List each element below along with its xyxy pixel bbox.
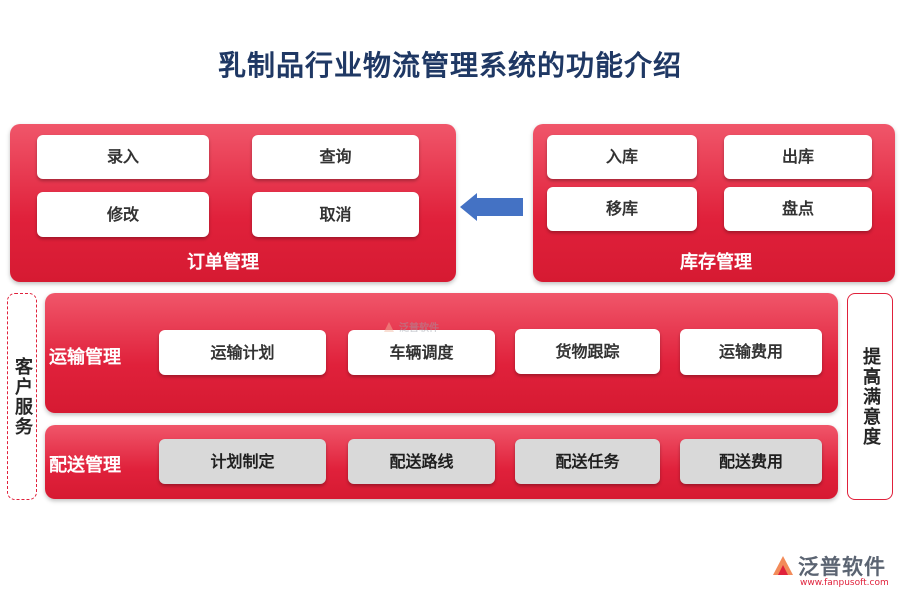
stocktake-box: 盘点 xyxy=(724,187,872,231)
transfer-box: 移库 xyxy=(547,187,697,231)
cargo-tracking-box: 货物跟踪 xyxy=(515,329,660,374)
fanpu-watermark-icon xyxy=(384,321,394,332)
delivery-task-box: 配送任务 xyxy=(515,439,660,484)
logo-url: www.fanpusoft.com xyxy=(800,578,889,588)
outbound-box: 出库 xyxy=(724,135,872,179)
order-query-box: 查询 xyxy=(252,135,419,179)
vehicle-dispatch-box: 车辆调度 xyxy=(348,330,495,375)
arrow-left-icon xyxy=(460,193,523,221)
watermark-text: 泛普软件 xyxy=(399,323,439,334)
inventory-management-panel: 入库 出库 移库 盘点 库存管理 xyxy=(533,124,895,282)
order-entry-box: 录入 xyxy=(37,135,209,179)
plan-making-box: 计划制定 xyxy=(159,439,326,484)
transport-management-panel: 运输管理 运输计划 车辆调度 货物跟踪 运输费用 xyxy=(45,293,838,413)
order-modify-box: 修改 xyxy=(37,192,209,237)
order-management-panel: 录入 查询 修改 取消 订单管理 xyxy=(10,124,456,282)
inbound-box: 入库 xyxy=(547,135,697,179)
transport-cost-box: 运输费用 xyxy=(680,329,822,375)
fanpu-logo-icon xyxy=(773,556,793,575)
logo-name: 泛普软件 xyxy=(798,555,886,579)
improve-satisfaction-box: 提高满意度 xyxy=(847,293,893,500)
inventory-management-label: 库存管理 xyxy=(680,252,752,273)
delivery-management-label: 配送管理 xyxy=(49,455,121,476)
page-title: 乳制品行业物流管理系统的功能介绍 xyxy=(217,49,682,82)
transport-plan-box: 运输计划 xyxy=(159,330,326,375)
transport-management-label: 运输管理 xyxy=(49,347,121,368)
watermark: 泛普软件 xyxy=(382,319,439,334)
delivery-route-box: 配送路线 xyxy=(348,439,495,484)
customer-service-box: 客户服务 xyxy=(7,293,37,500)
order-cancel-box: 取消 xyxy=(252,192,419,237)
delivery-management-panel: 配送管理 计划制定 配送路线 配送任务 配送费用 xyxy=(45,425,838,499)
order-management-label: 订单管理 xyxy=(187,252,259,273)
fanpu-logo: 泛普软件 www.fanpusoft.com xyxy=(770,551,895,591)
delivery-cost-box: 配送费用 xyxy=(680,439,822,484)
